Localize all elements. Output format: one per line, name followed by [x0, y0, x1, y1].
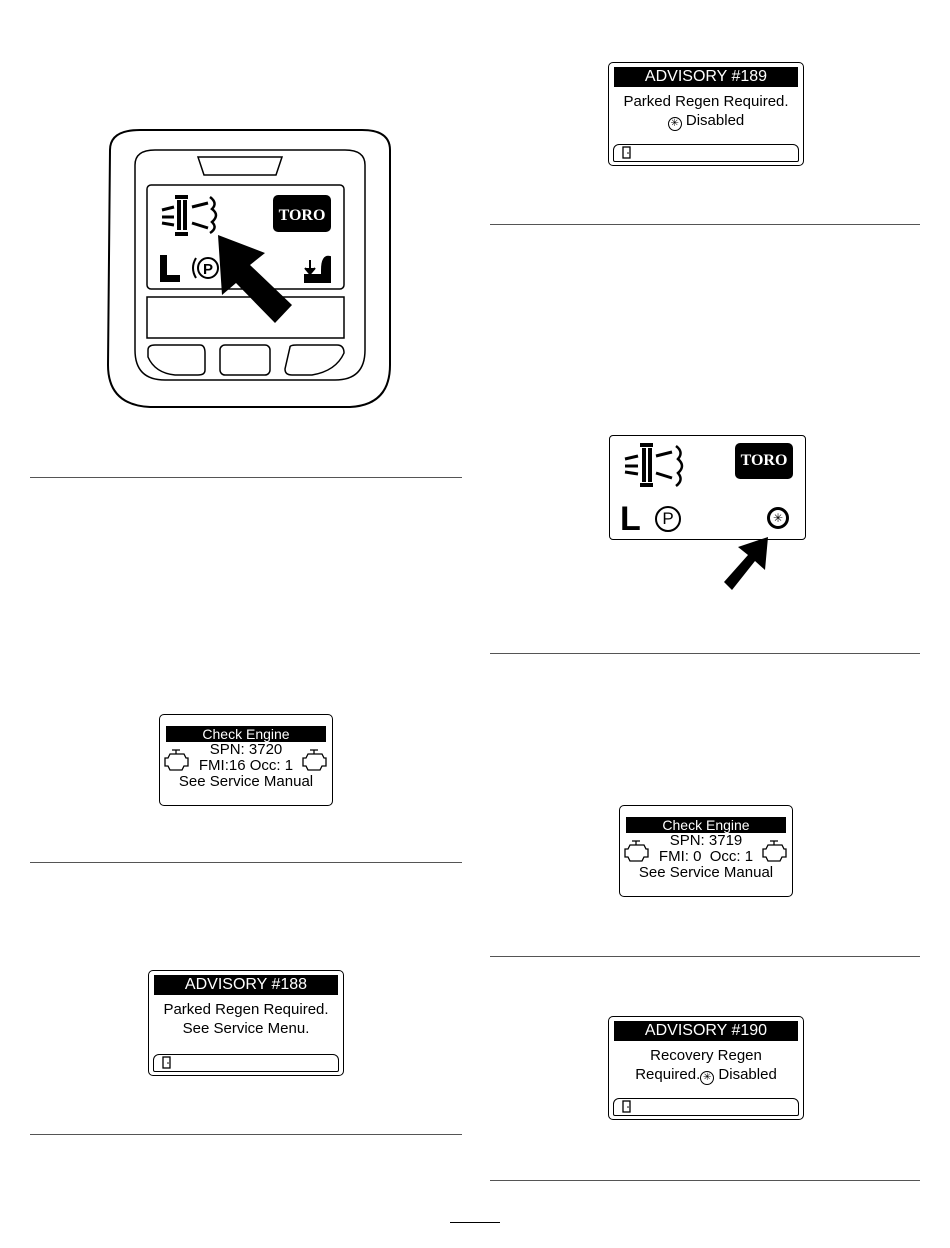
page-footer-line — [450, 1222, 500, 1223]
section-divider — [490, 1180, 920, 1181]
engine-icon — [762, 840, 787, 862]
advisory-header: ADVISORY #188 — [154, 975, 338, 995]
check-engine-header: Check Engine — [166, 726, 326, 742]
advisory-header: ADVISORY #190 — [614, 1021, 798, 1041]
dpf-regen-icon — [161, 195, 218, 236]
toro-logo: TORO — [735, 443, 793, 479]
section-divider — [30, 862, 462, 863]
service-note: See Service Manual — [178, 773, 314, 790]
advisory-188-screen: ADVISORY #188 Parked Regen Required. See… — [148, 970, 344, 1076]
advisory-line: Recovery Regen — [650, 1047, 762, 1064]
advisory-line: Disabled — [685, 112, 745, 129]
exit-door-icon — [622, 1100, 631, 1113]
spn-code: SPN: 3719 — [669, 832, 743, 849]
dpf-regen-icon — [624, 443, 684, 487]
exit-door-icon — [622, 146, 631, 159]
softkey-bar — [613, 1098, 799, 1116]
advisory-189-screen: ADVISORY #189 Parked Regen Required. ✳ D… — [608, 62, 804, 166]
service-note: See Service Manual — [638, 864, 774, 881]
section-divider — [30, 1134, 462, 1135]
section-divider — [490, 224, 920, 225]
advisory-190-screen: ADVISORY #190 Recovery Regen Required.✳ … — [608, 1016, 804, 1120]
toro-logo — [273, 195, 331, 232]
gear-indicator: L — [620, 500, 641, 538]
engine-icon — [164, 749, 189, 771]
softkey-bar — [153, 1054, 339, 1072]
pointer-arrow — [218, 235, 292, 323]
advisory-line: Parked Regen Required. — [163, 1001, 329, 1018]
regen-disabled-icon: ✳ — [767, 507, 789, 529]
engine-icon — [624, 840, 649, 862]
infocenter-device-illustration: TORO P — [106, 129, 391, 408]
svg-text:P: P — [203, 261, 213, 278]
regen-icon: ✳ — [700, 1071, 715, 1085]
svg-text:TORO: TORO — [279, 207, 326, 224]
softkey-bar — [613, 144, 799, 162]
pointer-arrow — [724, 537, 768, 590]
engine-icon — [302, 749, 327, 771]
exit-door-icon — [162, 1056, 171, 1069]
advisory-header: ADVISORY #189 — [614, 67, 798, 87]
check-engine-3720-screen: Check Engine SPN: 3720 FMI:16 Occ: 1 See… — [159, 714, 333, 806]
advisory-line: Disabled — [718, 1066, 777, 1083]
spn-code: SPN: 3720 — [209, 741, 283, 758]
advisory-line: Parked Regen Required. — [623, 93, 789, 110]
parking-brake-icon: P — [655, 506, 681, 532]
regen-icon: ✳ — [667, 117, 682, 131]
section-divider — [490, 653, 920, 654]
check-engine-header: Check Engine — [626, 817, 786, 833]
advisory-line: Required. — [635, 1066, 701, 1083]
advisory-line: See Service Menu. — [182, 1020, 310, 1037]
fmi-occurrence: FMI:16 Occ: 1 — [198, 757, 294, 774]
display-regen-disabled: TORO L P ✳ — [609, 435, 806, 540]
fmi-occurrence: FMI: 0 Occ: 1 — [658, 848, 754, 865]
check-engine-3719-screen: Check Engine SPN: 3719 FMI: 0 Occ: 1 See… — [619, 805, 793, 897]
section-divider — [30, 477, 462, 478]
section-divider — [490, 956, 920, 957]
